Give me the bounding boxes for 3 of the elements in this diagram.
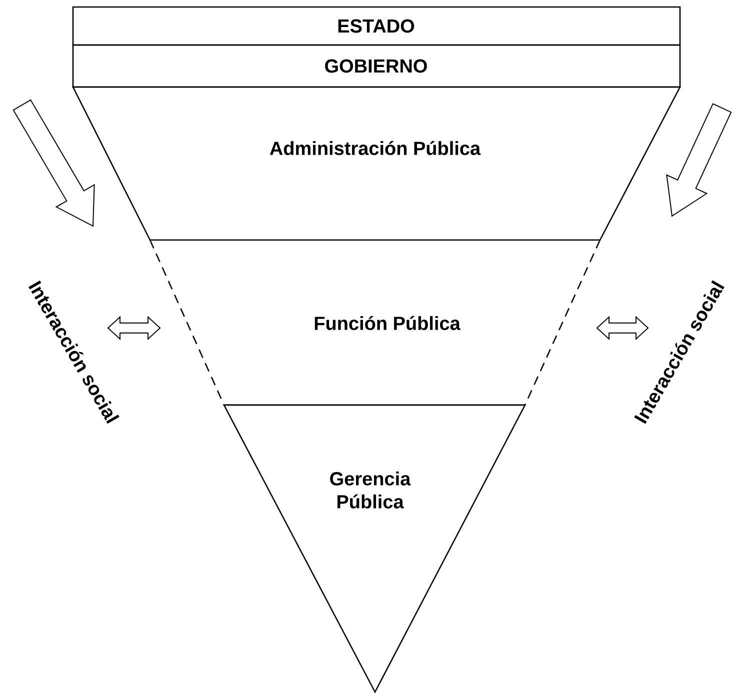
title-box: ESTADO: [72, 6, 681, 46]
band-layer: Función Pública: [149, 240, 601, 406]
title-box: GOBIERNO: [72, 44, 681, 88]
